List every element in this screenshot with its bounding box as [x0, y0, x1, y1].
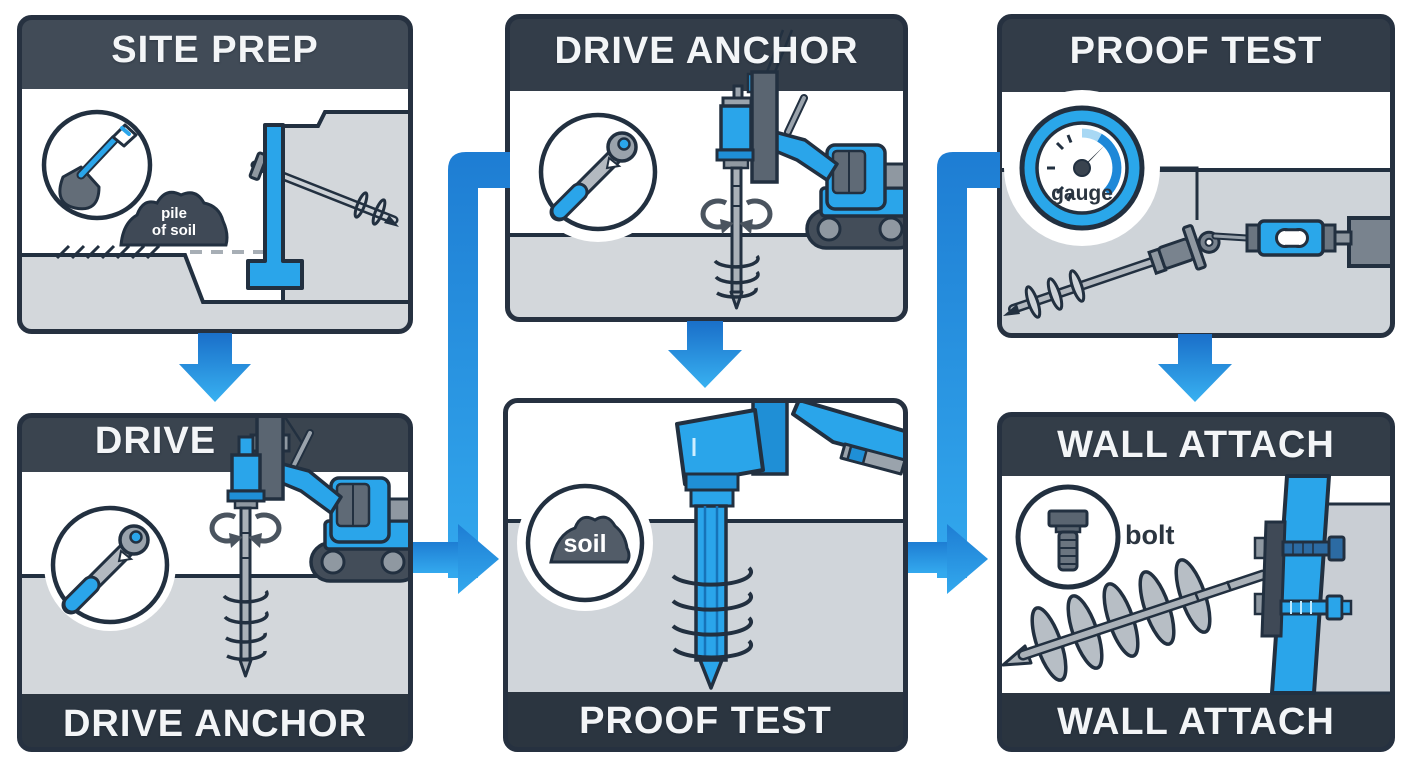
flow-arrow-down-3 — [1158, 334, 1232, 402]
helical-anchor-shaft — [222, 506, 269, 678]
panel-proof-test-bottom: soil PROOF TEST — [503, 398, 908, 752]
wall-attach-illustration — [997, 412, 1395, 752]
drive-illustration — [17, 413, 413, 752]
header-band — [19, 17, 411, 89]
drive-head — [715, 84, 755, 170]
panel-title: DRIVE ANCHOR — [554, 30, 859, 72]
helical-anchor-shaft — [713, 166, 760, 310]
panel-footer-title: DRIVE ANCHOR — [62, 703, 368, 745]
soil-pile-label: pile of soil — [121, 205, 227, 239]
bolt-icon — [1015, 484, 1121, 590]
panel-title: WALL ATTACH — [1057, 424, 1335, 466]
panel-frame — [997, 412, 1395, 752]
rotation-arrows — [700, 198, 773, 234]
soil-mass — [281, 110, 411, 304]
panel-title: DRIVE — [94, 420, 217, 462]
flow-arrow-elbow-2 — [908, 152, 1000, 594]
proof-test-2-illustration — [503, 398, 908, 752]
wrench-icon — [528, 102, 668, 242]
retaining-wall — [246, 123, 304, 290]
soil-icon — [517, 475, 653, 611]
panel-proof-test-top: PROOF TEST gauge — [997, 14, 1395, 338]
bolt-label: bolt — [1125, 520, 1175, 550]
soil-pile — [119, 190, 229, 247]
ground-hatch-marks — [55, 244, 161, 260]
header-band — [999, 414, 1393, 476]
panel-frame — [17, 413, 413, 752]
drive-rig — [675, 400, 906, 508]
panel-drive: DRIVE DRIVE ANCHOR — [17, 413, 413, 752]
panel-footer-title: WALL ATTACH — [1057, 701, 1335, 743]
helical-anchor-shaft — [671, 504, 754, 690]
gauge-label: gauge — [1051, 182, 1113, 205]
panel-drive-anchor-top: DRIVE ANCHOR — [505, 14, 908, 322]
drive-anchor-illustration — [505, 14, 908, 322]
footer-band — [999, 693, 1393, 750]
panel-site-prep: SITE PREP pile of soil — [17, 15, 413, 334]
gauge-icon — [1004, 90, 1160, 246]
header-band — [507, 16, 906, 91]
shovel-icon — [32, 100, 162, 230]
drive-head — [226, 435, 266, 510]
load-cell — [1211, 219, 1353, 257]
panel-wall-attach: WALL ATTACH bolt WALL ATTACH — [997, 412, 1395, 752]
excavator — [275, 429, 411, 583]
helical-anchor — [1003, 250, 1177, 319]
wrench-icon — [44, 499, 176, 631]
gauge-hose — [1142, 166, 1199, 220]
anchor-head — [1147, 224, 1221, 276]
rotation-arrows — [209, 512, 282, 548]
ground-soil — [19, 253, 411, 332]
panel-frame — [17, 15, 413, 334]
footer-band — [505, 692, 906, 750]
flow-arrow-elbow-1 — [413, 152, 510, 594]
panel-footer-title: PROOF TEST — [579, 700, 832, 742]
header-band — [19, 415, 411, 472]
soil-pile-label-line2: of soil — [151, 222, 197, 239]
soil-label: soil — [563, 530, 607, 558]
header-band — [999, 16, 1393, 92]
flow-arrow-down-2 — [668, 321, 742, 388]
lower-bolt — [1279, 594, 1353, 621]
panel-title: SITE PREP — [111, 29, 319, 71]
reaction-block — [1347, 216, 1393, 268]
upper-bolt — [1281, 535, 1346, 562]
site-prep-illustration — [17, 15, 413, 334]
proof-test-illustration — [997, 14, 1395, 338]
panel-frame — [503, 398, 908, 752]
waler-plate — [1253, 520, 1287, 638]
footer-band — [19, 694, 411, 750]
flow-arrow-down-1 — [179, 333, 251, 402]
helical-anchor — [1001, 558, 1269, 682]
soil-pile-label-line1: pile — [161, 205, 187, 222]
panel-title: PROOF TEST — [1069, 30, 1323, 72]
drill-mast — [746, 29, 794, 184]
